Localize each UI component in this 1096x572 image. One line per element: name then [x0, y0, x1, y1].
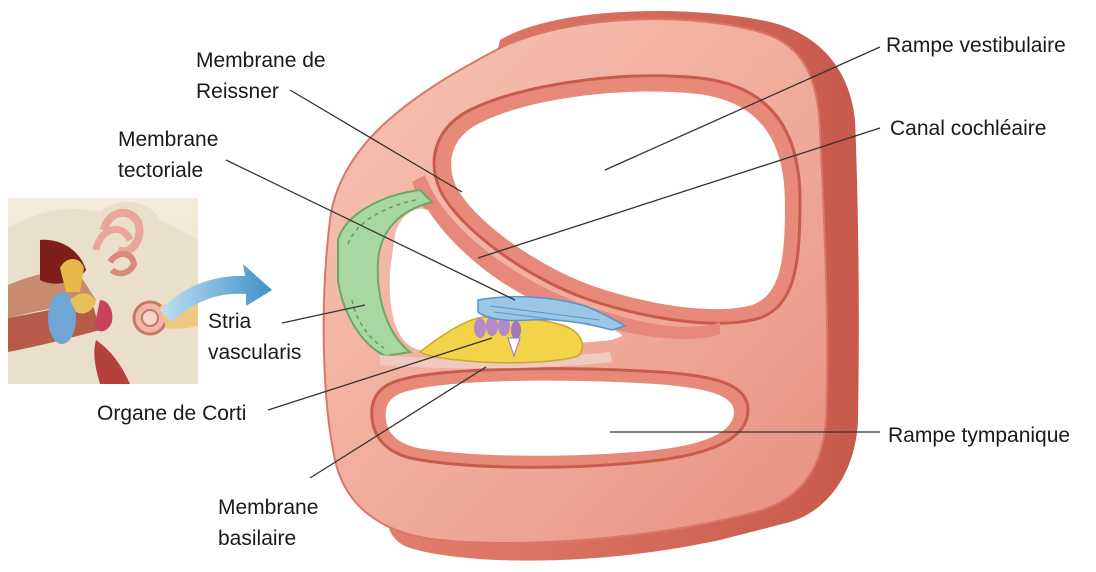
ear-inset-illustration — [8, 198, 198, 384]
scala-tympani-inner — [386, 381, 734, 456]
label-membrane-reissner: Membrane de Reissner — [196, 45, 326, 107]
label-rampe-tympanique: Rampe tympanique — [888, 420, 1070, 451]
label-membrane-basilaire: Membrane basilaire — [218, 492, 318, 554]
label-organe-de-corti: Organe de Corti — [97, 398, 246, 429]
label-membrane-tectoriale: Membrane tectoriale — [118, 124, 218, 186]
label-canal-cochleaire: Canal cochléaire — [890, 113, 1046, 144]
cochlea-section — [324, 11, 859, 561]
label-stria-vascularis: Stria vascularis — [208, 306, 301, 368]
label-rampe-vestibulaire: Rampe vestibulaire — [886, 30, 1066, 61]
